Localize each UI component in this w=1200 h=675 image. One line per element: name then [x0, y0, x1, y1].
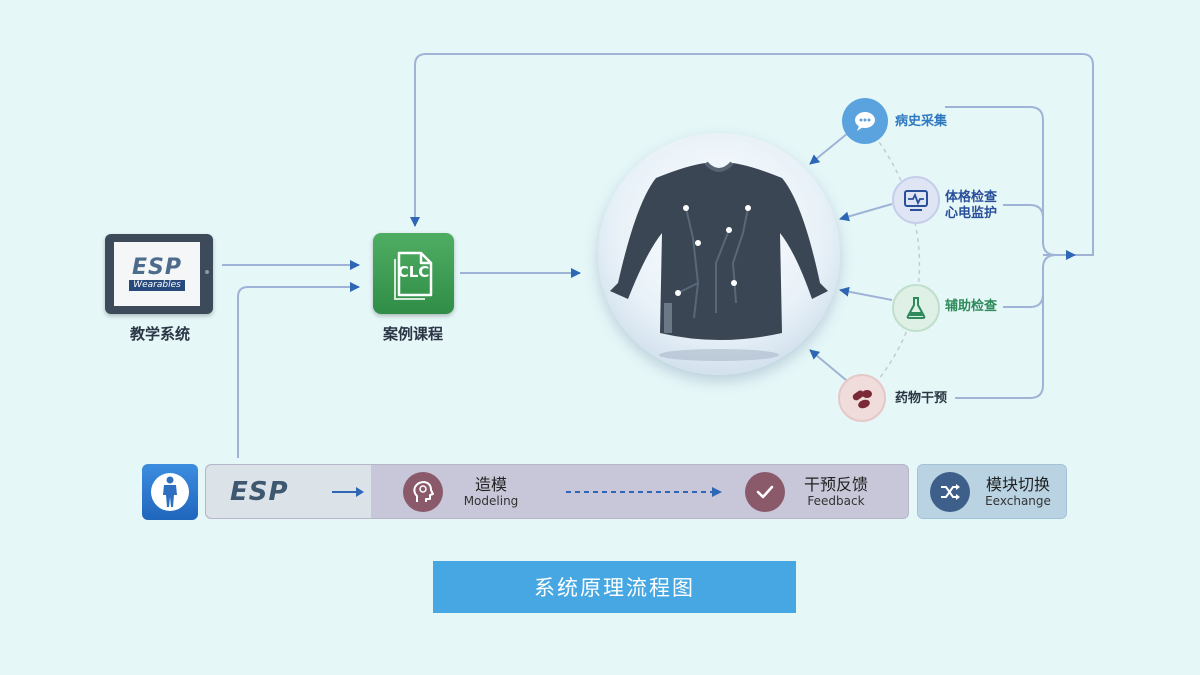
- case-course-tile[interactable]: CLC: [373, 233, 454, 314]
- node-drug-label: 药物干预: [895, 391, 948, 406]
- human-body-circle: [151, 473, 189, 511]
- modeling-step-text: 造模 Modeling: [450, 475, 532, 509]
- arrow-node4-to-shirt: [809, 349, 847, 381]
- teaching-system-label: 教学系统: [129, 325, 190, 343]
- case-course-label: 案例课程: [382, 325, 443, 343]
- node-aux-exam[interactable]: [892, 284, 940, 332]
- logo-main: ESP: [131, 255, 182, 280]
- dashed-arrow: [566, 487, 722, 497]
- logo-sub: Wearables: [129, 280, 185, 291]
- arrow-node2-to-shirt: [839, 203, 893, 222]
- merge-line-2: [1003, 204, 1044, 219]
- chat-bubble-icon: [855, 112, 875, 131]
- exchange-en: Eexchange: [985, 494, 1051, 508]
- arrow-feedback-loop: [410, 53, 1094, 256]
- node-exam-label: 体格检查 心电监护: [945, 190, 997, 222]
- head-brain-icon: [413, 481, 434, 502]
- tablet-home-dot: [205, 270, 209, 274]
- wearable-shirt-globe: [598, 133, 840, 375]
- process-esp-logo: ESP: [230, 477, 289, 507]
- node-drug[interactable]: [838, 374, 886, 422]
- document-icon: [394, 251, 433, 300]
- merge-line-4: [955, 268, 1044, 399]
- node-exam-label-1: 体格检查: [945, 190, 998, 205]
- modeling-cn: 造模: [474, 475, 507, 494]
- modeling-step-icon-circle[interactable]: [403, 472, 443, 512]
- exchange-text: 模块切换 Eexchange: [976, 475, 1060, 509]
- arrow-bar-to-course: [237, 282, 360, 458]
- feedback-step-icon-circle[interactable]: [745, 472, 785, 512]
- merge-line-1: [945, 106, 1076, 260]
- shirt-icon: [610, 161, 828, 361]
- human-body-icon: [163, 476, 177, 507]
- tablet-device: ESP Wearables: [105, 234, 213, 314]
- feedback-step-text: 干预反馈 Feedback: [790, 475, 882, 509]
- arrow-node3-to-shirt: [839, 286, 893, 301]
- shuffle-icon: [941, 484, 960, 500]
- arrow-node1-to-shirt: [809, 132, 849, 165]
- modeling-en: Modeling: [463, 494, 519, 508]
- node-aux-exam-label: 辅助检查: [945, 299, 998, 314]
- monitor-icon: [904, 190, 928, 211]
- merge-line-3: [1003, 254, 1057, 308]
- node-arc: [861, 122, 921, 399]
- exchange-icon-circle[interactable]: [930, 472, 970, 512]
- arrow-right-icon: [332, 487, 364, 497]
- esp-wearables-logo: ESP Wearables: [129, 257, 185, 291]
- node-history[interactable]: [842, 98, 888, 144]
- node-exam[interactable]: [892, 176, 940, 224]
- flask-icon: [906, 297, 926, 319]
- tablet-screen: ESP Wearables: [114, 242, 200, 306]
- feedback-cn: 干预反馈: [803, 475, 868, 494]
- exchange-cn: 模块切换: [985, 475, 1050, 494]
- node-history-label: 病史采集: [895, 114, 948, 129]
- clc-icon-text: CLC: [397, 263, 430, 281]
- diagram-caption: 系统原理流程图: [433, 561, 796, 613]
- feedback-en: Feedback: [807, 494, 865, 508]
- check-icon: [756, 485, 774, 499]
- pills-icon: [852, 390, 872, 409]
- human-body-tile[interactable]: [142, 464, 198, 520]
- node-exam-label-2: 心电监护: [945, 206, 998, 221]
